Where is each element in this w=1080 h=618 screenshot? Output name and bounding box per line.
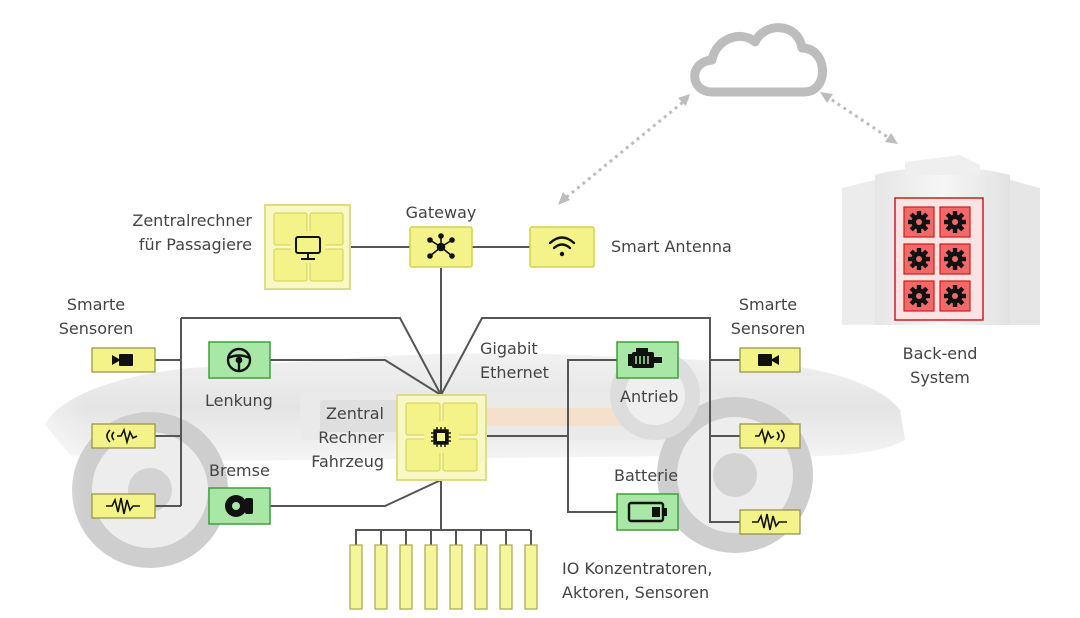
cloud-link-backend: [825, 94, 893, 142]
io-concentrator-bar: [524, 544, 538, 610]
camera-icon: [758, 354, 779, 366]
chip-icon: [431, 427, 451, 447]
gateway-node: [409, 226, 473, 268]
network-hub-icon: [427, 233, 455, 259]
right-sensor-radar: [739, 423, 801, 449]
left-sensor-signal: [91, 493, 156, 519]
label-drive: Antrieb: [620, 387, 679, 406]
label-gateway: Gateway: [405, 203, 477, 222]
wifi-icon: [548, 236, 576, 257]
label-battery: Batterie: [614, 466, 679, 485]
smart-antenna-node: [529, 226, 595, 268]
camera-icon: [112, 354, 133, 366]
passenger-computer-node: [264, 204, 351, 290]
label-backend-system: Back-end System: [902, 344, 978, 387]
backend-server: [842, 155, 1040, 325]
drive-node: [616, 341, 679, 379]
label-right-smart-sensors: Smarte Sensoren: [730, 295, 806, 338]
brake-node: [208, 487, 271, 525]
brake-disc-icon: [225, 495, 253, 517]
label-passenger-computer: Zentralrechner für Passagiere: [132, 211, 252, 254]
gear-icon: [939, 280, 971, 312]
motor-icon: [628, 348, 662, 368]
io-concentrator-bar: [499, 544, 513, 610]
left-sensor-camera: [91, 347, 156, 373]
io-concentrator-bar: [399, 544, 413, 610]
io-concentrator-bar: [349, 544, 363, 610]
label-left-smart-sensors: Smarte Sensoren: [58, 295, 134, 338]
radar-icon: [755, 427, 785, 446]
connection-lines: [155, 246, 740, 545]
left-sensor-radar: [91, 423, 156, 449]
label-brake: Bremse: [209, 461, 270, 480]
arrowhead-backend: [885, 133, 898, 144]
io-concentrator-bar: [424, 544, 438, 610]
label-gigabit-ethernet: Gigabit Ethernet: [480, 339, 549, 382]
io-concentrator-bar: [474, 544, 488, 610]
gear-icon: [903, 243, 935, 275]
signal-wave-icon: [106, 497, 140, 515]
battery-node: [616, 493, 679, 531]
battery-icon: [627, 501, 667, 523]
arrowhead-antenna: [558, 192, 570, 205]
steering-node: [208, 341, 271, 379]
right-sensor-camera: [739, 347, 801, 373]
steering-wheel-icon: [226, 347, 252, 373]
gear-icon: [903, 280, 935, 312]
monitor-icon: [295, 236, 321, 260]
right-sensor-signal: [739, 509, 801, 535]
cloud-icon: [690, 23, 827, 97]
label-central-computer: Zentral Rechner Fahrzeug: [311, 404, 384, 471]
gear-icon: [939, 206, 971, 238]
signal-wave-icon: [752, 513, 787, 531]
gear-icon: [939, 243, 971, 275]
arrowhead-cloud-right: [820, 92, 833, 103]
gear-icon: [903, 206, 935, 238]
label-io-concentrators: IO Konzentratoren, Aktoren, Sensoren: [562, 559, 713, 602]
central-computer-node: [396, 394, 487, 481]
radar-icon: [106, 427, 138, 446]
io-concentrator-bar: [374, 544, 388, 610]
cloud-link-antenna: [562, 96, 689, 202]
label-smart-antenna: Smart Antenna: [611, 237, 732, 256]
arrowhead-cloud-top: [678, 94, 690, 106]
io-concentrator-bar: [449, 544, 463, 610]
label-steering: Lenkung: [205, 391, 273, 410]
